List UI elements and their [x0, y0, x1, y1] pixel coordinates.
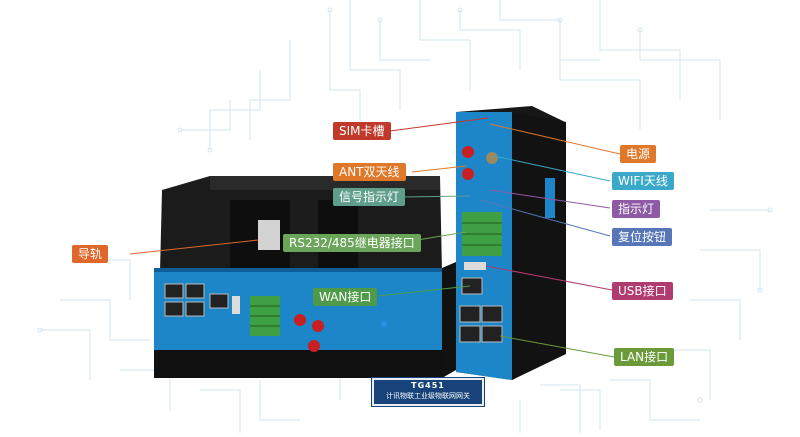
label-ant-dual: ANT双天线	[333, 163, 406, 181]
label-reset-button: 复位按钮	[612, 228, 673, 246]
label-signal-light: 信号指示灯	[333, 188, 406, 206]
antenna-connector	[462, 146, 498, 180]
terminal-block	[462, 212, 502, 256]
label-rs232-interface: RS232/485继电器接口	[283, 234, 421, 252]
product-subtitle: 计讯物联工业级物联网网关	[386, 392, 470, 400]
label-wan-port: WAN接口	[313, 288, 378, 306]
product-badge: TG451 计讯物联工业级物联网网关	[372, 378, 484, 406]
product-model: TG451	[411, 381, 445, 390]
label-power: 电源	[620, 145, 657, 163]
usb-port	[464, 262, 486, 270]
label-lan-port: LAN接口	[614, 348, 675, 366]
label-rail: 导轨	[72, 245, 109, 263]
label-sim-slot: SIM卡槽	[333, 122, 391, 140]
label-usb-port: USB接口	[612, 282, 673, 300]
leader-lines	[129, 117, 621, 358]
label-wifi-antenna: WIFI天线	[612, 172, 674, 190]
label-indicator-light: 指示灯	[612, 200, 661, 218]
antenna-connector	[294, 314, 324, 352]
ethernet-port	[461, 277, 483, 295]
ethernet-port-group-right	[459, 305, 503, 343]
router-right-device	[456, 106, 566, 380]
usb-port	[232, 296, 240, 314]
router-left-device	[154, 176, 456, 378]
ethernet-port-group-left	[164, 283, 229, 317]
terminal-block	[250, 296, 280, 336]
